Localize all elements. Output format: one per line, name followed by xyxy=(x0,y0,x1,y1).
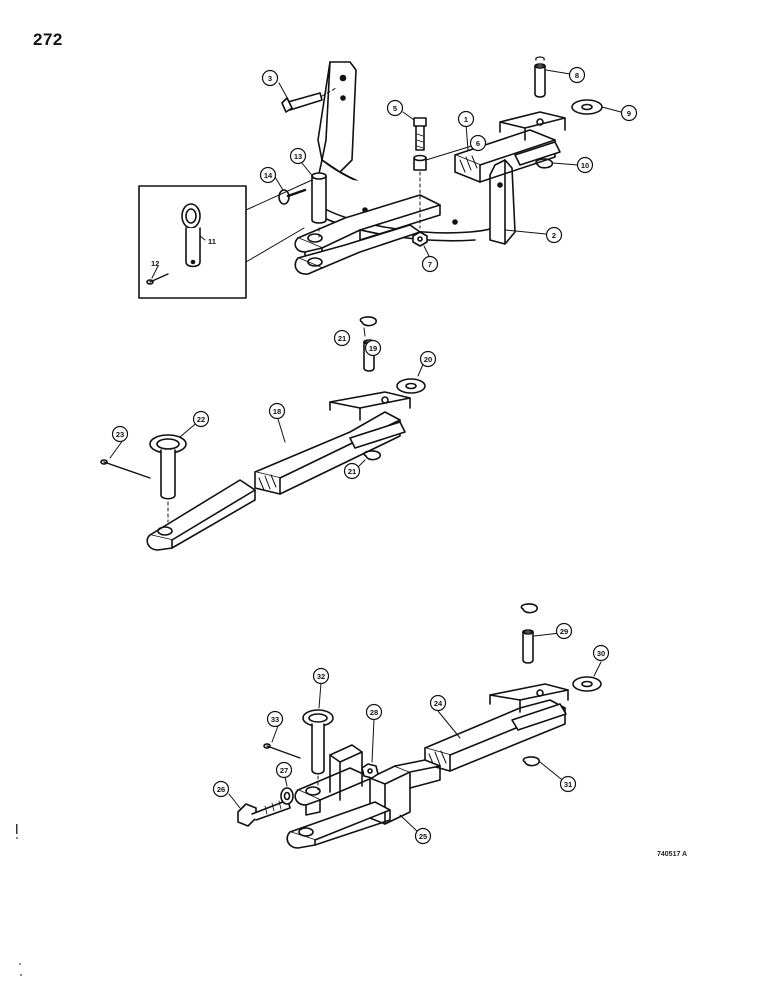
callout-10-label: 10 xyxy=(581,161,589,170)
callout-30-label: 30 xyxy=(597,649,605,658)
washer-20 xyxy=(396,378,426,394)
callout-21b-label: 21 xyxy=(348,467,356,476)
callout-5: 5 xyxy=(386,99,404,117)
cotter-pin-23 xyxy=(100,459,151,479)
callout-20-label: 20 xyxy=(424,355,432,364)
bolt-26 xyxy=(237,799,291,827)
callout-2-label: 2 xyxy=(552,231,556,240)
hitch-pin-22 xyxy=(149,434,187,523)
callout-21-bottom: 21 xyxy=(343,462,361,480)
callout-7-label: 7 xyxy=(428,260,432,269)
drawbar-24 xyxy=(424,683,569,772)
drawing-code: 740517 A xyxy=(657,851,688,858)
snap-ring-21-top xyxy=(359,316,377,327)
callout-1-label: 1 xyxy=(464,115,468,124)
callout-8: 8 xyxy=(568,66,586,84)
callout-21-top: 21 xyxy=(333,329,351,347)
callout-24-label: 24 xyxy=(434,699,443,708)
callout-28-label: 28 xyxy=(370,708,378,717)
washer-9 xyxy=(571,99,603,115)
snap-ring-top xyxy=(520,603,538,614)
callout-1: 1 xyxy=(457,110,475,128)
callout-19: 19 xyxy=(364,339,382,357)
main-pin-13 xyxy=(311,172,327,241)
callout-29-label: 29 xyxy=(560,627,568,636)
drawbar-support-bracket xyxy=(317,61,516,245)
cotter-pin-33 xyxy=(263,743,301,759)
callout-3-label: 3 xyxy=(268,74,272,83)
leader-lines-1 xyxy=(151,69,622,279)
callout-5-label: 5 xyxy=(393,104,397,113)
callout-32-label: 32 xyxy=(317,672,325,681)
lynch-pin-14 xyxy=(278,188,307,205)
callout-14: 14 xyxy=(259,166,277,184)
spacer-6 xyxy=(413,154,427,229)
callout-19-label: 19 xyxy=(369,344,377,353)
callout-13: 13 xyxy=(289,147,307,165)
callout-30: 30 xyxy=(592,644,610,662)
callout-10: 10 xyxy=(576,156,594,174)
callout-21a-label: 21 xyxy=(338,334,346,343)
callout-33: 33 xyxy=(266,710,284,728)
page-number: 272 xyxy=(33,30,63,49)
callout-32: 32 xyxy=(312,667,330,685)
hitch-jaw-upper xyxy=(294,744,373,816)
upper-drawbar-plate xyxy=(454,111,566,183)
pin-29 xyxy=(522,629,534,664)
lower-drawbar-plate xyxy=(294,194,441,275)
bolt-5 xyxy=(413,117,427,151)
callout-22: 22 xyxy=(192,410,210,428)
callout-14-label: 14 xyxy=(264,171,273,180)
callout-18: 18 xyxy=(268,402,286,420)
hitch-pin-32 xyxy=(302,709,334,791)
detail-inset xyxy=(138,179,313,299)
callout-7: 7 xyxy=(421,255,439,273)
callout-25-label: 25 xyxy=(419,832,427,841)
callout-18-label: 18 xyxy=(273,407,281,416)
callout-22-label: 22 xyxy=(197,415,205,424)
callout-29: 29 xyxy=(555,622,573,640)
callout-12-label: 12 xyxy=(151,259,159,268)
callout-33-label: 33 xyxy=(271,715,279,724)
callout-6-label: 6 xyxy=(476,139,480,148)
callout-24: 24 xyxy=(429,694,447,712)
callout-11-label: 11 xyxy=(208,237,216,246)
callout-26: 26 xyxy=(212,780,230,798)
callout-3: 3 xyxy=(261,69,279,87)
callout-9: 9 xyxy=(620,104,638,122)
washer-27 xyxy=(280,787,294,805)
snap-ring-21-bottom xyxy=(363,450,381,461)
nut-7 xyxy=(412,231,428,247)
callout-23-label: 23 xyxy=(116,430,124,439)
callout-20: 20 xyxy=(419,350,437,368)
bolt-3 xyxy=(281,87,337,113)
callout-31-label: 31 xyxy=(564,780,572,789)
drawbar-18 xyxy=(254,391,411,495)
callout-27: 27 xyxy=(275,761,293,779)
callout-26-label: 26 xyxy=(217,785,225,794)
callout-23: 23 xyxy=(111,425,129,443)
callout-9-label: 9 xyxy=(627,109,631,118)
nut-28 xyxy=(361,763,379,779)
callout-6: 6 xyxy=(469,134,487,152)
callout-27-label: 27 xyxy=(280,766,288,775)
pin-8 xyxy=(534,56,546,98)
callout-2: 2 xyxy=(545,226,563,244)
callout-28: 28 xyxy=(365,703,383,721)
callouts: 3 5 1 6 8 9 10 13 14 2 7 11 12 21 19 20 … xyxy=(111,66,638,845)
washer-30 xyxy=(572,676,602,692)
callout-8-label: 8 xyxy=(575,71,579,80)
callout-13-label: 13 xyxy=(294,152,302,161)
snap-ring-10 xyxy=(535,158,554,169)
hitch-plate xyxy=(146,479,256,551)
scan-marks xyxy=(16,824,22,976)
callout-31: 31 xyxy=(559,775,577,793)
callout-25: 25 xyxy=(414,827,432,845)
hitch-jaw-lower xyxy=(286,801,391,849)
snap-ring-31 xyxy=(522,756,540,767)
